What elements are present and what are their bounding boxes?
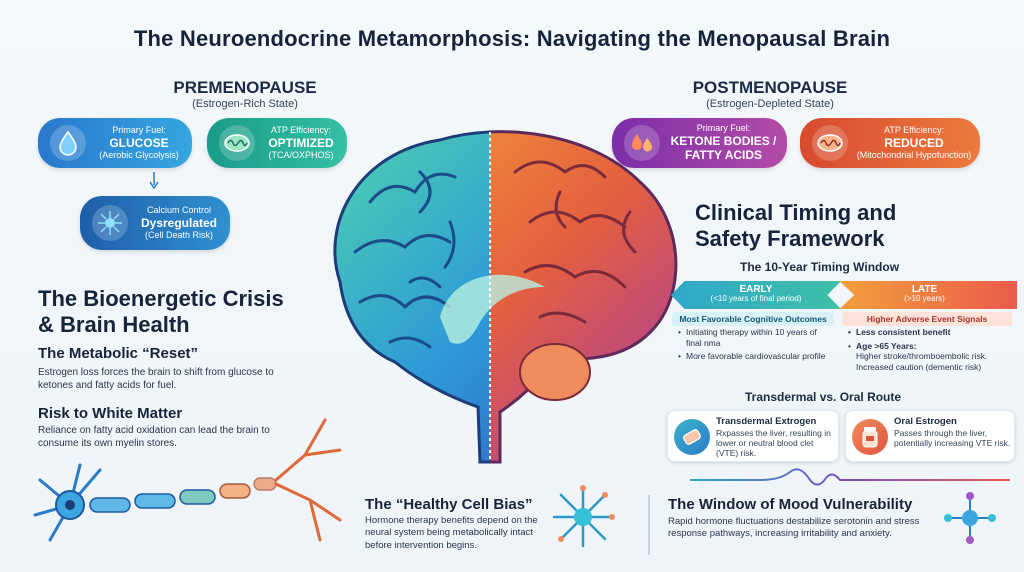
postmenopause-subtitle: (Estrogen-Depleted State) [706, 98, 834, 110]
late-tag: Higher Adverse Event Signals [842, 312, 1012, 326]
healthy-cell-text: Hormone therapy benefits depend on the n… [365, 515, 538, 551]
route-title: Transdermal vs. Oral Route [745, 390, 902, 404]
early-bar: EARLY (<10 years of final period) [671, 281, 841, 309]
calcium-note: (Cell Death Risk) [144, 230, 213, 241]
post-atp-label: ATP Efficiency: [883, 125, 945, 135]
late-points: Less consistent benefit Age >65 Years: H… [848, 327, 1016, 376]
metabolic-reset-title: The Metabolic “Reset” [38, 345, 199, 362]
late-label: LATE [911, 284, 938, 295]
oral-title: Oral Estrogen [894, 416, 957, 427]
neuron-icon [92, 205, 128, 241]
oral-text: Passes through the liver, potentially in… [894, 428, 1011, 449]
flame-drops-icon [624, 125, 660, 161]
white-matter-title: Risk to White Matter [38, 405, 183, 422]
late-point: Age >65 Years: Higher stroke/thromboembo… [848, 341, 1016, 373]
early-label: EARLY [739, 284, 773, 295]
patch-icon [674, 419, 710, 455]
late-sub: (>10 years) [904, 294, 945, 303]
early-points: Initiating therapy within 10 years of fi… [678, 327, 828, 365]
pre-fuel-label: Primary Fuel: [112, 125, 166, 135]
clinical-heading: Clinical Timing and Safety Framework [695, 200, 897, 252]
neuron-axon-illustration [20, 410, 360, 560]
early-sub: (<10 years of final period) [710, 294, 802, 303]
calcium-label: Calcium Control [146, 205, 212, 215]
late-bar: LATE (>10 years) [839, 281, 1017, 309]
post-fuel-pill: Primary Fuel: KETONE BODIES / FATTY ACID… [612, 118, 787, 168]
premenopause-subtitle: (Estrogen-Rich State) [192, 98, 298, 110]
pill-bottle-icon [852, 419, 888, 455]
metabolic-reset-text: Estrogen loss forces the brain to shift … [38, 367, 274, 391]
timing-window-title: The 10-Year Timing Window [740, 260, 900, 274]
postmenopause-title: POSTMENOPAUSE [692, 78, 848, 97]
brain-illustration [300, 112, 700, 472]
post-fuel-value: KETONE BODIES / FATTY ACIDS [670, 134, 777, 163]
mood-title: The Window of Mood Vulnerability [668, 496, 913, 513]
divider [648, 495, 650, 555]
transdermal-text: Rxpasses the liver, resulting in lower o… [716, 428, 831, 459]
arrow-down-icon [149, 172, 159, 190]
wave-line [690, 462, 1010, 492]
early-point: More favorable cardiovascular profile [678, 351, 828, 362]
post-atp-note: (Mitochondrial Hypofunction) [856, 150, 972, 161]
pre-atp-label: ATP Efficiency: [270, 125, 332, 135]
early-point: Initiating therapy within 10 years of fi… [678, 327, 828, 348]
pre-fuel-note: (Aerobic Glycolysis) [99, 150, 179, 161]
post-atp-pill: ATP Efficiency: REDUCED (Mitochondrial H… [800, 118, 980, 168]
healthy-cell-title: The “Healthy Cell Bias” [365, 496, 533, 513]
pre-atp-value: OPTIMIZED [268, 135, 334, 150]
molecule-icon [940, 492, 1000, 544]
pre-fuel-value: GLUCOSE [109, 135, 169, 150]
postmenopause-header: POSTMENOPAUSE (Estrogen-Depleted State) [660, 78, 880, 110]
bioenergetic-heading: The Bioenergetic Crisis & Brain Health [38, 286, 284, 338]
page-title: The Neuroendocrine Metamorphosis: Naviga… [133, 26, 891, 51]
late-point-title: Age >65 Years: [856, 340, 917, 351]
mitochondria-icon [219, 125, 255, 161]
mood-text: Rapid hormone fluctuations destabilize s… [668, 516, 920, 540]
early-tag: Most Favorable Cognitive Outcomes [672, 312, 834, 326]
premenopause-header: PREMENOPAUSE (Estrogen-Rich State) [140, 78, 350, 110]
white-matter-text: Reliance on fatty acid oxidation can lea… [38, 425, 270, 449]
mitochondria-warm-icon [812, 125, 848, 161]
transdermal-card: Transdermal Extrogen Rxpasses the liver,… [667, 410, 839, 462]
late-point: Less consistent benefit [848, 327, 1016, 338]
network-icon [548, 482, 618, 552]
pre-fuel-pill: Primary Fuel: GLUCOSE (Aerobic Glycolysi… [38, 118, 192, 168]
calcium-value: Dysregulated [140, 215, 218, 230]
premenopause-title: PREMENOPAUSE [173, 78, 317, 97]
late-point-text: Higher stroke/thromboembolic risk. Incre… [856, 351, 988, 372]
pre-atp-pill: ATP Efficiency: OPTIMIZED (TCA/OXPHOS) [207, 118, 347, 168]
transdermal-title: Transdermal Extrogen [716, 416, 817, 427]
oral-card: Oral Estrogen Passes through the liver, … [845, 410, 1015, 462]
post-fuel-label: Primary Fuel: [696, 123, 751, 134]
pre-atp-note: (TCA/OXPHOS) [268, 150, 334, 161]
calcium-pill: Calcium Control Dysregulated (Cell Death… [80, 196, 230, 250]
post-atp-value: REDUCED [884, 135, 944, 150]
drop-icon [50, 125, 86, 161]
